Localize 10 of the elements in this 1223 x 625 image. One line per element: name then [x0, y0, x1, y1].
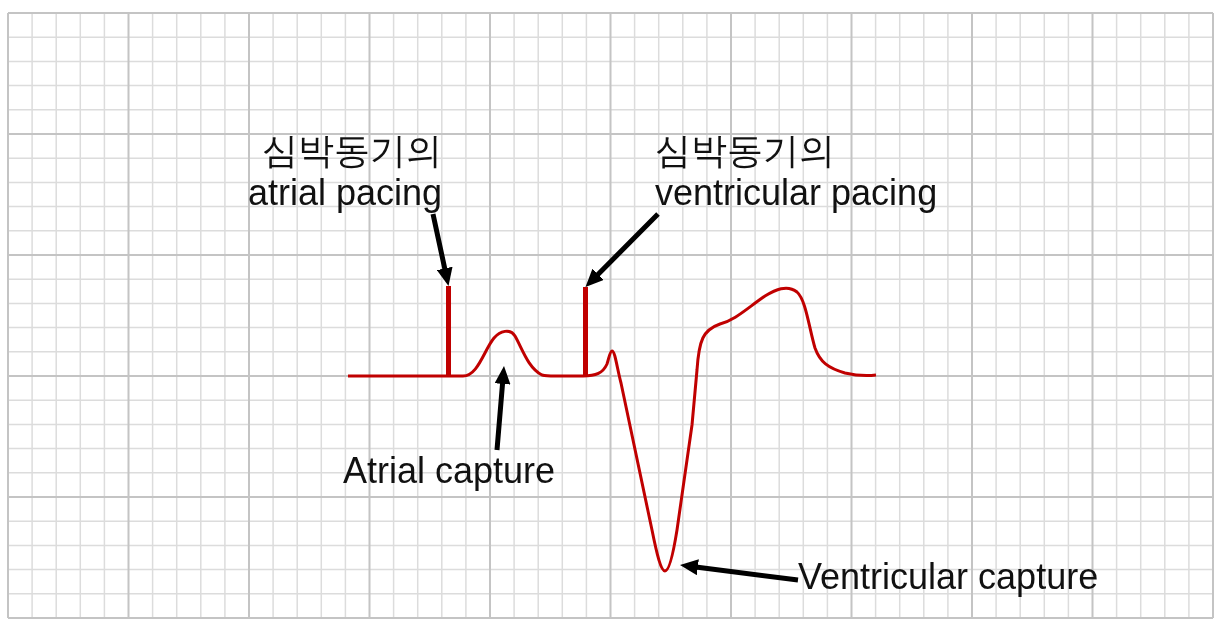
leader-arrow	[430, 213, 453, 287]
leader-arrow	[679, 559, 799, 583]
pacing-spike	[446, 286, 451, 376]
annotation-label: Atrial capture	[343, 450, 556, 492]
pacing-spike	[583, 287, 588, 376]
annotation-label: 심박동기의 ventricular pacing	[655, 130, 965, 214]
annotation-label: 심박동기의 atrial pacing	[220, 130, 442, 214]
annotation-label: Ventricular capture	[798, 556, 1099, 598]
leader-arrow	[494, 365, 511, 451]
leader-arrow	[583, 212, 660, 289]
